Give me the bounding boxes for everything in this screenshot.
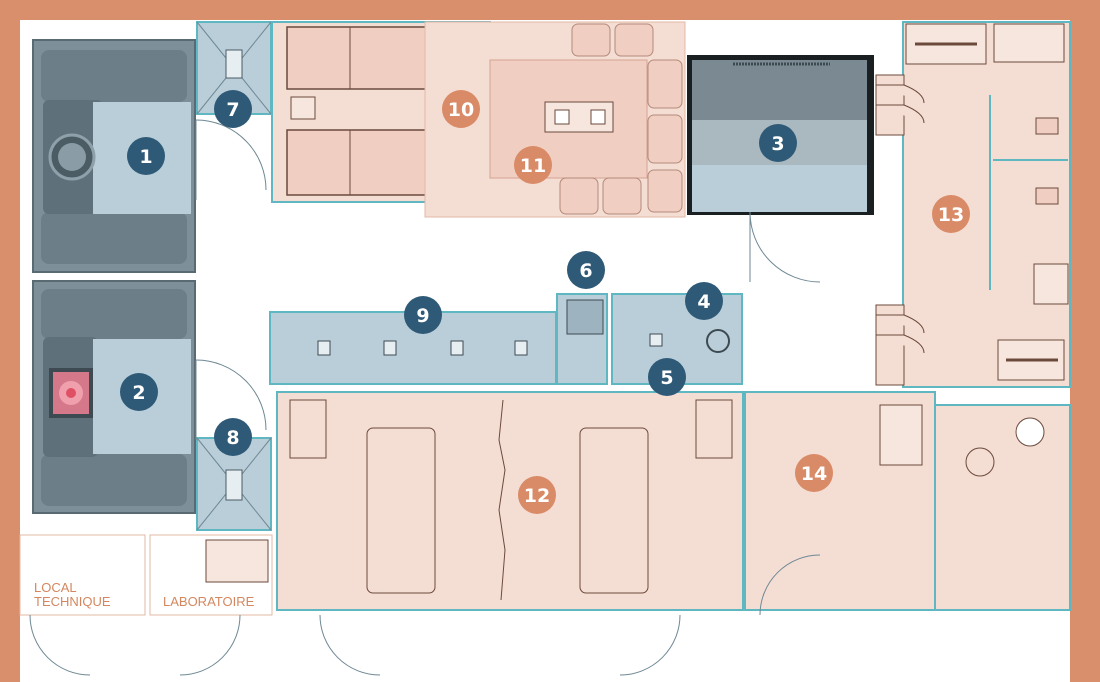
marker-14-badge [795,454,833,492]
marker-5-badge [648,358,686,396]
marker-12-number: 12 [524,485,550,507]
room-local-technique [19,534,146,616]
marker-6-badge [567,251,605,289]
door-swings-bottom [29,554,821,676]
marker-8-badge [214,418,252,456]
marker-11: 11 [514,146,552,184]
marker-14: 14 [795,454,833,492]
marker-7-badge [214,90,252,128]
marker-4-badge [685,282,723,320]
label-local-technique-line2: TECHNIQUE [34,594,111,609]
marker-13-badge [932,195,970,233]
marker-4-number: 4 [697,291,710,313]
door-swings-left [195,119,267,440]
marker-12: 12 [518,476,556,514]
marker-12-badge [518,476,556,514]
marker-10: 10 [442,90,480,128]
room-11 [424,21,686,218]
room-laboratoire [149,534,273,616]
marker-14-number: 14 [801,463,827,485]
marker-13-number: 13 [938,204,964,226]
marker-5-number: 5 [660,367,673,389]
room-12 [276,391,744,611]
marker-2: 2 [120,373,158,411]
marker-8-number: 8 [226,427,239,449]
room-14 [744,391,1071,611]
label-laboratoire: LABORATOIRE [163,594,255,609]
marker-1: 1 [127,137,165,175]
marker-7: 7 [214,90,252,128]
unit-6 [556,293,608,385]
marker-4: 4 [685,282,723,320]
marker-10-number: 10 [448,99,474,121]
room-3 [687,55,874,283]
marker-6: 6 [567,251,605,289]
marker-9: 9 [404,296,442,334]
marker-9-badge [404,296,442,334]
marker-3-number: 3 [771,133,784,155]
marker-5: 5 [648,358,686,396]
basin-2 [32,280,196,514]
marker-11-number: 11 [520,155,546,177]
marker-2-number: 2 [132,382,145,404]
marker-3: 3 [759,124,797,162]
marker-9-number: 9 [416,305,429,327]
marker-6-number: 6 [579,260,592,282]
marker-1-number: 1 [139,146,152,168]
marker-2-badge [120,373,158,411]
basin-1 [32,39,196,273]
marker-3-badge [759,124,797,162]
marker-8: 8 [214,418,252,456]
marker-11-badge [514,146,552,184]
room-13 [875,21,1071,388]
marker-10-badge [442,90,480,128]
marker-13: 13 [932,195,970,233]
label-local-technique-line1: LOCAL [34,580,77,595]
marker-7-number: 7 [226,99,239,121]
marker-1-badge [127,137,165,175]
